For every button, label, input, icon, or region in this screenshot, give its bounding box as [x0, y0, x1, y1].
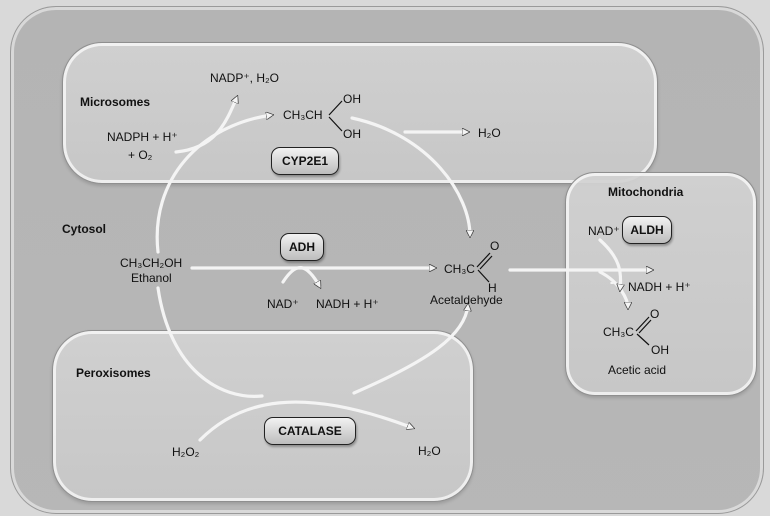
- nad-plus-cytosol: NAD⁺: [267, 297, 299, 311]
- nadh-cytosol: NADH + H⁺: [316, 297, 379, 311]
- acetic-acid-name: Acetic acid: [608, 363, 667, 377]
- acetaldehyde-h: H: [488, 281, 497, 295]
- gem-diol-bonds: [328, 100, 343, 132]
- ethanol-name: Ethanol: [131, 271, 172, 285]
- h2o2-reactant: H₂O₂: [172, 445, 200, 459]
- label-mitochondria: Mitochondria: [608, 185, 684, 199]
- arrow-nad-to-nadh-mito: [598, 238, 621, 290]
- arrow-ethanol-to-diol: [155, 115, 272, 254]
- nadp-h2o-product: NADP⁺, H₂O: [210, 71, 279, 85]
- arrow-nad-to-nadh: [281, 266, 322, 287]
- label-microsomes: Microsomes: [80, 95, 151, 109]
- arrow-acetic-branch: [598, 270, 628, 308]
- gem-diol-oh-bottom: OH: [343, 127, 361, 141]
- nad-plus-mito: NAD⁺: [588, 224, 620, 238]
- arrow-diol-to-acetaldehyde: [350, 116, 470, 236]
- arrow-ethanol-to-catalase: [156, 286, 264, 398]
- acetaldehyde-ch3c: CH₃C: [444, 262, 475, 276]
- gem-diol-oh-top: OH: [343, 92, 361, 106]
- mitochondria-compartment: [565, 172, 757, 396]
- arrow-nadph-to-nadp: [174, 97, 237, 154]
- enzyme-catalase: CATALASE: [264, 417, 356, 445]
- nadh-mito: NADH + H⁺: [628, 280, 691, 294]
- acetaldehyde-name: Acetaldehyde: [430, 293, 503, 307]
- enzyme-adh: ADH: [280, 233, 324, 261]
- enzyme-aldh: ALDH: [622, 216, 672, 244]
- acetaldehyde-bonds: [476, 252, 493, 283]
- arrow-h2o2-to-h2o: [198, 400, 413, 442]
- label-peroxisomes: Peroxisomes: [76, 366, 151, 380]
- arrow-catalase-to-acetaldehyde: [352, 305, 468, 395]
- h2o-microsome-product: H₂O: [478, 126, 501, 140]
- peroxisomes-compartment: [52, 330, 474, 502]
- nadph-reactant: NADPH + H⁺: [107, 130, 178, 144]
- acetic-oh: OH: [651, 343, 669, 357]
- microsomes-compartment: [62, 42, 658, 184]
- gem-diol-ch3ch: CH₃CH: [283, 108, 323, 122]
- enzyme-cyp2e1: CYP2E1: [271, 147, 339, 175]
- label-cytosol: Cytosol: [62, 222, 107, 236]
- o2-reactant: + O₂: [128, 148, 153, 162]
- acetaldehyde-o: O: [490, 239, 500, 253]
- h2o-peroxisome-product: H₂O: [418, 444, 441, 458]
- acetic-o: O: [650, 307, 660, 321]
- acetic-bonds: [635, 316, 652, 346]
- acetic-ch3c: CH₃C: [603, 325, 634, 339]
- ethanol-formula: CH₃CH₂OH: [120, 256, 183, 270]
